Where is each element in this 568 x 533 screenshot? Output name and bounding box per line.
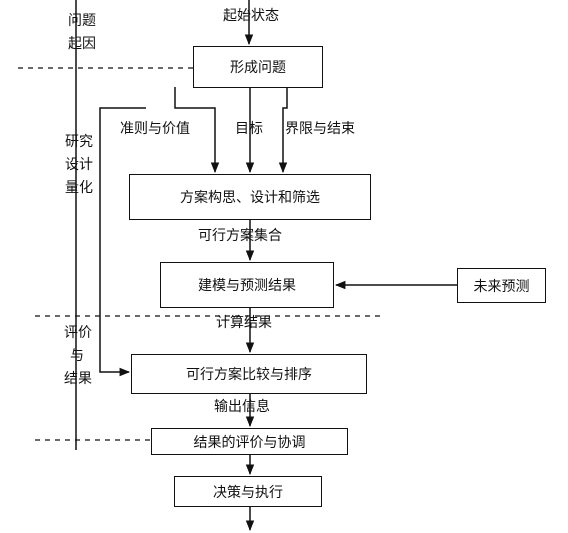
feasible-set-label: 可行方案集合	[198, 228, 282, 244]
phase-problem-line1: 问题	[68, 13, 96, 29]
calc-result-label: 计算结果	[216, 315, 272, 331]
phase-label-problem: 问题 起因	[68, 10, 96, 56]
box-form-problem: 形成问题	[193, 46, 323, 88]
output-info-label: 输出信息	[214, 399, 270, 415]
bounds-label: 界限与结束	[285, 121, 355, 137]
box-forecast: 未来预测	[457, 268, 546, 303]
start-label: 起始状态	[223, 8, 279, 24]
phase-label-research: 研究 设计 量化	[65, 131, 93, 200]
box-design: 方案构思、设计和筛选	[129, 174, 371, 220]
box-decide: 决策与执行	[174, 476, 322, 507]
phase-label-evaluation: 评价 与 结果	[64, 322, 92, 391]
criteria-label: 准则与价值	[120, 121, 190, 137]
feedback-line	[99, 107, 146, 377]
phase-research-line3: 量化	[65, 180, 93, 196]
goal-label: 目标	[235, 121, 263, 137]
box-compare: 可行方案比较与排序	[131, 354, 367, 394]
box-evaluate: 结果的评价与协调	[151, 428, 348, 455]
phase-research-line2: 设计	[65, 157, 93, 173]
phase-evaluation-line2: 与	[70, 348, 84, 364]
phase-problem-line2: 起因	[68, 36, 96, 52]
phase-research-line1: 研究	[65, 134, 93, 150]
phase-evaluation-line1: 评价	[64, 325, 92, 341]
branch-criteria	[174, 87, 220, 174]
branch-bounds	[278, 87, 288, 174]
box-model: 建模与预测结果	[160, 262, 334, 308]
phase-evaluation-line3: 结果	[64, 371, 92, 387]
